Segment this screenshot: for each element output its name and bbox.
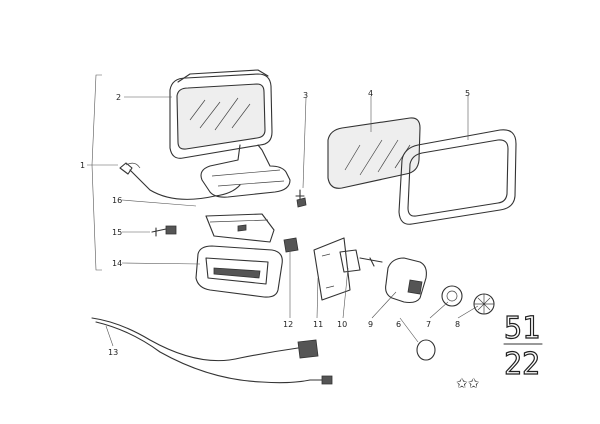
group-code-bottom: 22 [504,347,540,382]
screw-part-3 [295,189,307,208]
callout-9: 9 [368,320,373,329]
callout-8: 8 [455,320,460,329]
callout-4: 4 [368,89,373,98]
callout-7: 7 [426,320,431,329]
callout-13: 13 [108,348,118,357]
callout-5: 5 [465,89,470,98]
bracket-plate-part [205,213,275,243]
group-bracket [87,74,118,271]
lower-cover-part-14 [195,245,283,298]
rating-stars: ✩✩ [456,376,480,392]
mirror-head-part [169,69,273,159]
group-code-block: 51 22 [503,310,543,383]
frame-part-5 [398,129,517,225]
mirror-base-part [200,144,291,198]
callout-12: 12 [283,320,293,329]
callout-14: 14 [112,259,122,268]
group-code-top: 51 [504,311,540,346]
callout-3: 3 [303,91,308,100]
callout-6: 6 [396,320,401,329]
mounting-bracket-part-11 [313,237,351,301]
knob-part-8 [473,293,495,315]
callout-2: 2 [116,93,121,102]
callout-11: 11 [313,320,323,329]
screw-part-15 [151,225,177,237]
callout-15: 15 [112,228,122,237]
mirror-glass-part-4 [327,117,421,189]
leader-lines [105,96,479,347]
callout-16: 16 [112,196,122,205]
wire-harness-16 [119,162,241,200]
cable-part-13 [91,317,333,385]
cap-part-6 [416,339,436,361]
callout-10: 10 [337,320,347,329]
switch-part-10 [339,249,383,273]
callout-1: 1 [80,161,85,170]
motor-housing-part-9 [385,257,427,304]
connector-part-12 [283,237,299,253]
knob-part-7 [441,285,463,307]
